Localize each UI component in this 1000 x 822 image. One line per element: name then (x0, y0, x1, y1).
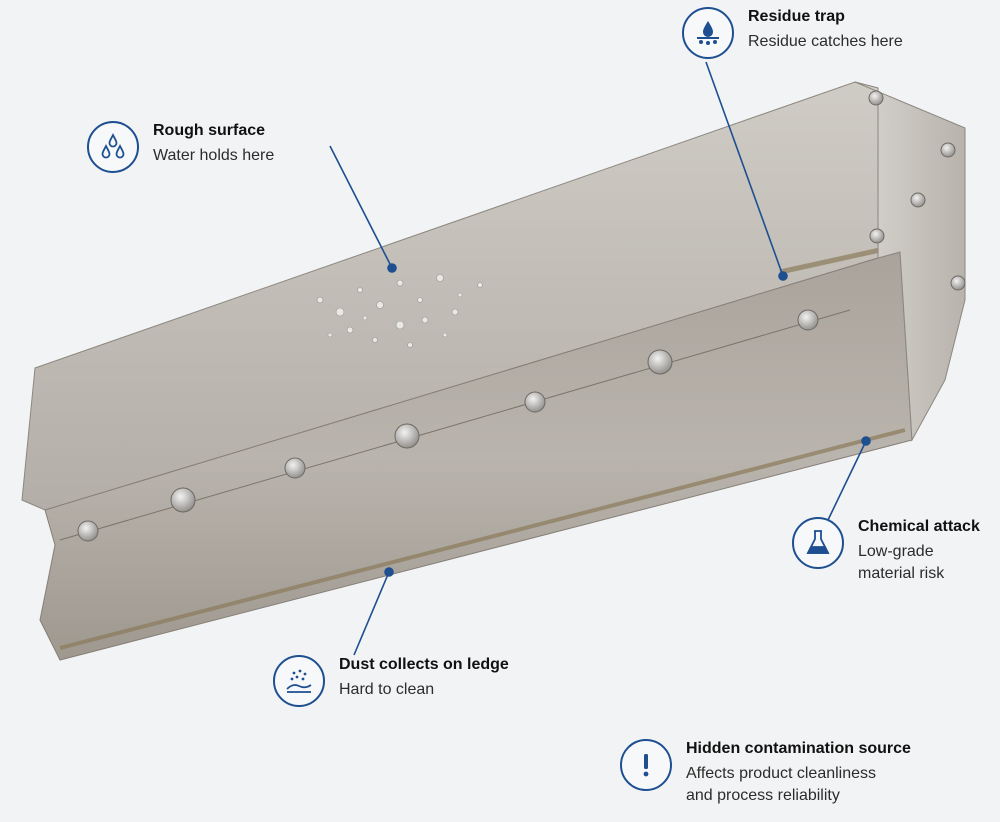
callout-title: Chemical attack (858, 518, 980, 535)
bolt (394, 423, 420, 449)
callout-desc: Residue catches here (748, 33, 903, 50)
callout-desc: Affects product cleanliness (686, 765, 877, 782)
callout-desc: Water holds here (153, 147, 275, 164)
exclamation-icon (620, 739, 672, 791)
callout-chemical-attack: Chemical attack Low-grade material risk (792, 517, 980, 585)
callout-title: Dust collects on ledge (339, 656, 509, 673)
bolt (524, 391, 546, 413)
leader-dot (384, 567, 394, 577)
callout-hidden-contamination: Hidden contamination source Affects prod… (620, 739, 911, 807)
callout-desc: and process reliability (686, 787, 840, 804)
bolt (950, 275, 966, 291)
water-droplets (316, 274, 483, 348)
dust-particles-icon (273, 655, 325, 707)
leader-dot (778, 271, 788, 281)
callout-rough-surface: Rough surface Water holds here (87, 121, 274, 173)
callout-title: Rough surface (153, 122, 266, 139)
callout-residue-trap: Residue trap Residue catches here (682, 7, 903, 59)
callout-desc: Hard to clean (339, 681, 435, 698)
residue-drip-icon (682, 7, 734, 59)
bar-end-cap (854, 81, 966, 442)
bolts (77, 90, 966, 542)
bolt (869, 228, 885, 244)
leader-line-rough-surface (329, 145, 393, 269)
bolt (647, 349, 673, 375)
bolt (77, 520, 99, 542)
leader-dot (387, 263, 397, 273)
water-drops-icon (87, 121, 139, 173)
flask-icon (792, 517, 844, 569)
callout-desc: material risk (858, 565, 945, 582)
leader-line-dust-ledge (353, 571, 390, 656)
callout-title: Residue trap (748, 8, 845, 25)
bolt (940, 142, 956, 158)
callout-desc: Low-grade (858, 543, 934, 560)
leader-dot (861, 436, 871, 446)
ledge-residue (59, 428, 906, 650)
bolt (868, 90, 884, 106)
trap-residue (779, 247, 881, 275)
bolt (797, 309, 819, 331)
bolt (170, 487, 196, 513)
bolt (284, 457, 306, 479)
callout-dust-ledge: Dust collects on ledge Hard to clean (273, 655, 509, 707)
bolt (910, 192, 926, 208)
callout-title: Hidden contamination source (686, 740, 911, 757)
leader-line-residue-trap (705, 61, 784, 277)
leader-line-chemical-attack (827, 440, 867, 521)
